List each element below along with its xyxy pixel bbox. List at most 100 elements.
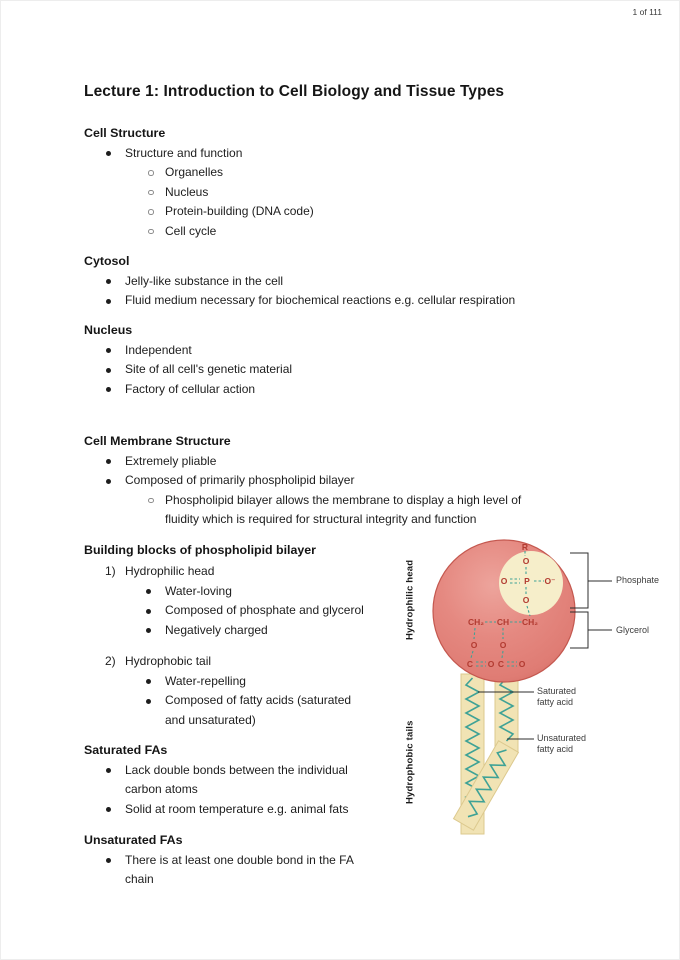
atom-o: O	[523, 556, 530, 566]
list-item-text: Composed of phosphate and glycerol	[165, 603, 364, 617]
number-marker: 2)	[105, 654, 116, 668]
molecule-atoms: R O O P O⁻ O CH₂ CH CH₂ O O C O C O	[467, 542, 556, 669]
list-item: Negatively charged	[84, 621, 644, 641]
bullet-icon	[106, 858, 111, 863]
callout-lines	[478, 552, 612, 740]
bullet-icon	[146, 608, 151, 614]
section-unsaturated-fas: Unsaturated FAs There is at least one do…	[84, 831, 644, 890]
saturated-fatty-acid-label: Saturated fatty acid	[537, 686, 577, 707]
section-cell-structure: Cell Structure Structure and function Or…	[84, 124, 644, 241]
atom-o: O	[523, 595, 530, 605]
fatty-acid-tails	[452, 673, 520, 835]
section-heading: Nucleus	[84, 323, 133, 337]
atom-p: P	[524, 576, 530, 586]
list-item-text: Water-loving	[165, 583, 232, 598]
section-cytosol: Cytosol Jelly-like substance in the cell…	[84, 252, 644, 311]
phospholipid-figure: R O O P O⁻ O CH₂ CH CH₂ O O C O C O	[432, 539, 612, 835]
section-building-blocks: Building blocks of phospholipid bilayer …	[84, 541, 644, 730]
page-title: Lecture 1: Introduction to Cell Biology …	[84, 83, 505, 100]
section-saturated-fas: Saturated FAs Lack double bonds between …	[84, 741, 644, 819]
list-item: Solid at room temperature e.g. animal fa…	[84, 800, 644, 820]
hollow-bullet-icon	[148, 170, 154, 176]
list-item: Composed of fatty acids (saturated and u…	[84, 691, 644, 730]
list-item-text: Structure and function	[125, 145, 243, 160]
section-heading: Unsaturated FAs	[84, 833, 183, 847]
list-item: Jelly-like substance in the cell	[84, 272, 644, 292]
list-item: Cell cycle	[84, 222, 644, 242]
section-nucleus: Nucleus Independent Site of all cell's g…	[84, 321, 644, 399]
list-item: Phospholipid bilayer allows the membrane…	[84, 491, 644, 530]
hollow-bullet-icon	[148, 209, 154, 215]
atom-o: O	[471, 640, 478, 650]
list-item: Nucleus	[84, 183, 644, 203]
list-item: Site of all cell's genetic material	[84, 360, 644, 380]
numbered-item-text: Hydrophobic tail	[125, 654, 212, 668]
atom-o: O	[519, 659, 526, 669]
list-item: Protein-building (DNA code)	[84, 202, 644, 222]
atom-c: C	[498, 659, 504, 669]
bullet-icon	[106, 151, 111, 156]
section-heading: Building blocks of phospholipid bilayer	[84, 543, 316, 557]
hollow-bullet-icon	[148, 228, 154, 234]
notes-content: Cell Structure Structure and function Or…	[84, 116, 644, 890]
section-heading: Cell Structure	[84, 126, 166, 140]
hollow-bullet-icon	[148, 189, 154, 195]
list-item: Composed of primarily phospholipid bilay…	[84, 471, 644, 491]
unsaturated-tail-bend	[452, 740, 520, 831]
atom-ch2: CH₂	[468, 617, 484, 627]
section-cell-membrane-structure: Cell Membrane Structure Extremely pliabl…	[84, 432, 644, 530]
bullet-icon	[106, 768, 111, 773]
phospholipid-diagram: R O O P O⁻ O CH₂ CH CH₂ O O C O C O	[398, 528, 680, 960]
atom-o: O	[501, 576, 508, 586]
section-heading: Saturated FAs	[84, 743, 168, 757]
list-item: Water-repelling	[84, 672, 644, 692]
numbered-item: 2) Hydrophobic tail	[84, 652, 644, 672]
bullet-icon	[106, 387, 111, 392]
list-item-text: Organelles	[165, 165, 224, 179]
hydrophobic-tails-label: Hydrophobic tails	[404, 720, 416, 804]
list-item-text: Lack double bonds between the individual…	[125, 762, 348, 797]
atom-ch2: CH₂	[522, 617, 538, 627]
list-item: Structure and function	[84, 144, 644, 164]
list-item: Fluid medium necessary for biochemical r…	[84, 291, 644, 311]
bullet-icon	[146, 589, 151, 594]
list-item-text: Composed of primarily phospholipid bilay…	[125, 473, 355, 487]
bullet-icon	[106, 298, 111, 304]
numbered-item: 1)Hydrophilic head	[84, 562, 644, 582]
list-item-text: Factory of cellular action	[125, 381, 256, 396]
list-item: Independent	[84, 341, 644, 361]
atom-r: R	[522, 542, 528, 552]
atom-o: O	[488, 659, 495, 669]
list-item: Composed of phosphate and glycerol	[84, 601, 644, 621]
list-item-text: Negatively charged	[165, 622, 268, 637]
section-heading: Cytosol	[84, 254, 130, 268]
bullet-icon	[106, 279, 111, 284]
molecule-bonds	[470, 551, 544, 667]
list-item-text: Protein-building (DNA code)	[165, 204, 314, 218]
atom-ch: CH	[497, 617, 509, 627]
hollow-bullet-icon	[148, 497, 154, 503]
page-indicator: 1 of 111	[632, 7, 662, 17]
section-heading: Cell Membrane Structure	[84, 434, 231, 448]
bullet-icon	[106, 478, 111, 484]
list-item-text: Water-repelling	[165, 673, 246, 688]
number-marker: 1)	[105, 564, 116, 578]
list-item-text: Site of all cell's genetic material	[125, 362, 293, 376]
phosphate-highlight-circle	[499, 551, 563, 615]
unsaturated-zigzag-upper	[498, 677, 515, 742]
atom-o: O	[500, 640, 507, 650]
list-item-text: Independent	[125, 342, 192, 357]
list-item: Organelles	[84, 163, 644, 183]
bullet-icon	[106, 348, 111, 353]
list-item: Water-loving	[84, 582, 644, 602]
unsaturated-tail-band-lower	[452, 740, 520, 831]
bullet-icon	[146, 679, 151, 684]
list-item: Extremely pliable	[84, 452, 644, 472]
atom-c: C	[467, 659, 473, 669]
phosphate-label: Phosphate	[616, 575, 660, 585]
bullet-icon	[106, 367, 111, 373]
list-item-text: Extremely pliable	[125, 453, 217, 468]
list-item-text: Jelly-like substance in the cell	[125, 273, 284, 288]
list-item-text: Fluid medium necessary for biochemical r…	[125, 293, 516, 307]
